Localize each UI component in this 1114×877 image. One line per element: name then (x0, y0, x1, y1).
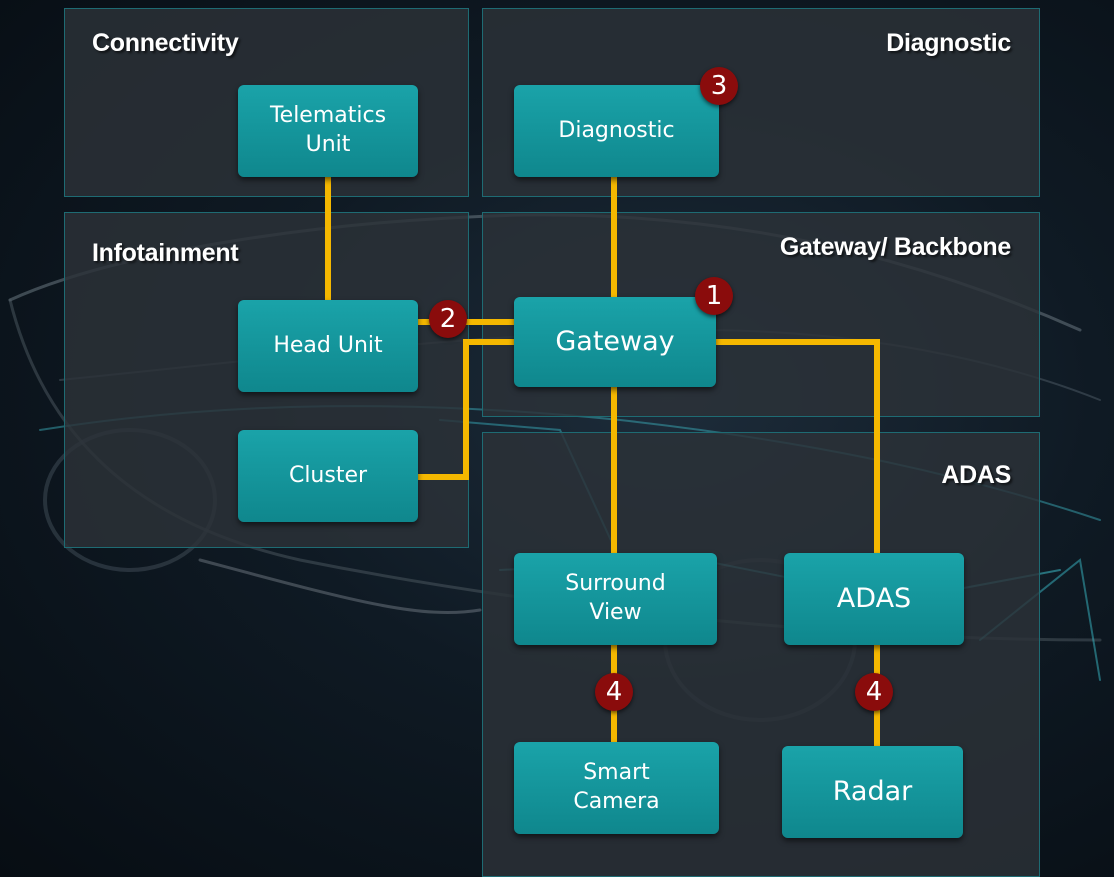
diagnostic-panel-title: Diagnostic (886, 29, 1011, 57)
infotainment-panel-title: Infotainment (92, 239, 239, 267)
diagnostic-node[interactable]: Diagnostic (514, 85, 719, 177)
gateway-badge: 1 (695, 277, 733, 315)
headunit-gateway-link-badge: 2 (429, 300, 467, 338)
adas-radar-link-badge: 4 (855, 673, 893, 711)
adas-node[interactable]: ADAS (784, 553, 964, 645)
surround-view-node[interactable]: Surround View (514, 553, 717, 645)
cluster-node[interactable]: Cluster (238, 430, 418, 522)
radar-node[interactable]: Radar (782, 746, 963, 838)
smart-camera-node[interactable]: Smart Camera (514, 742, 719, 834)
gateway-backbone-panel-title: Gateway/ Backbone (779, 233, 1011, 261)
gateway-node[interactable]: Gateway (514, 297, 716, 387)
connectivity-panel-title: Connectivity (92, 29, 239, 57)
diagnostic-badge: 3 (700, 67, 738, 105)
cluster-gateway-connection (417, 339, 515, 480)
adas-panel-title: ADAS (941, 461, 1011, 489)
surroundview-camera-link-badge: 4 (595, 673, 633, 711)
telematics-unit-node[interactable]: Telematics Unit (238, 85, 418, 177)
gateway-adas-connection (715, 339, 880, 554)
head-unit-node[interactable]: Head Unit (238, 300, 418, 392)
